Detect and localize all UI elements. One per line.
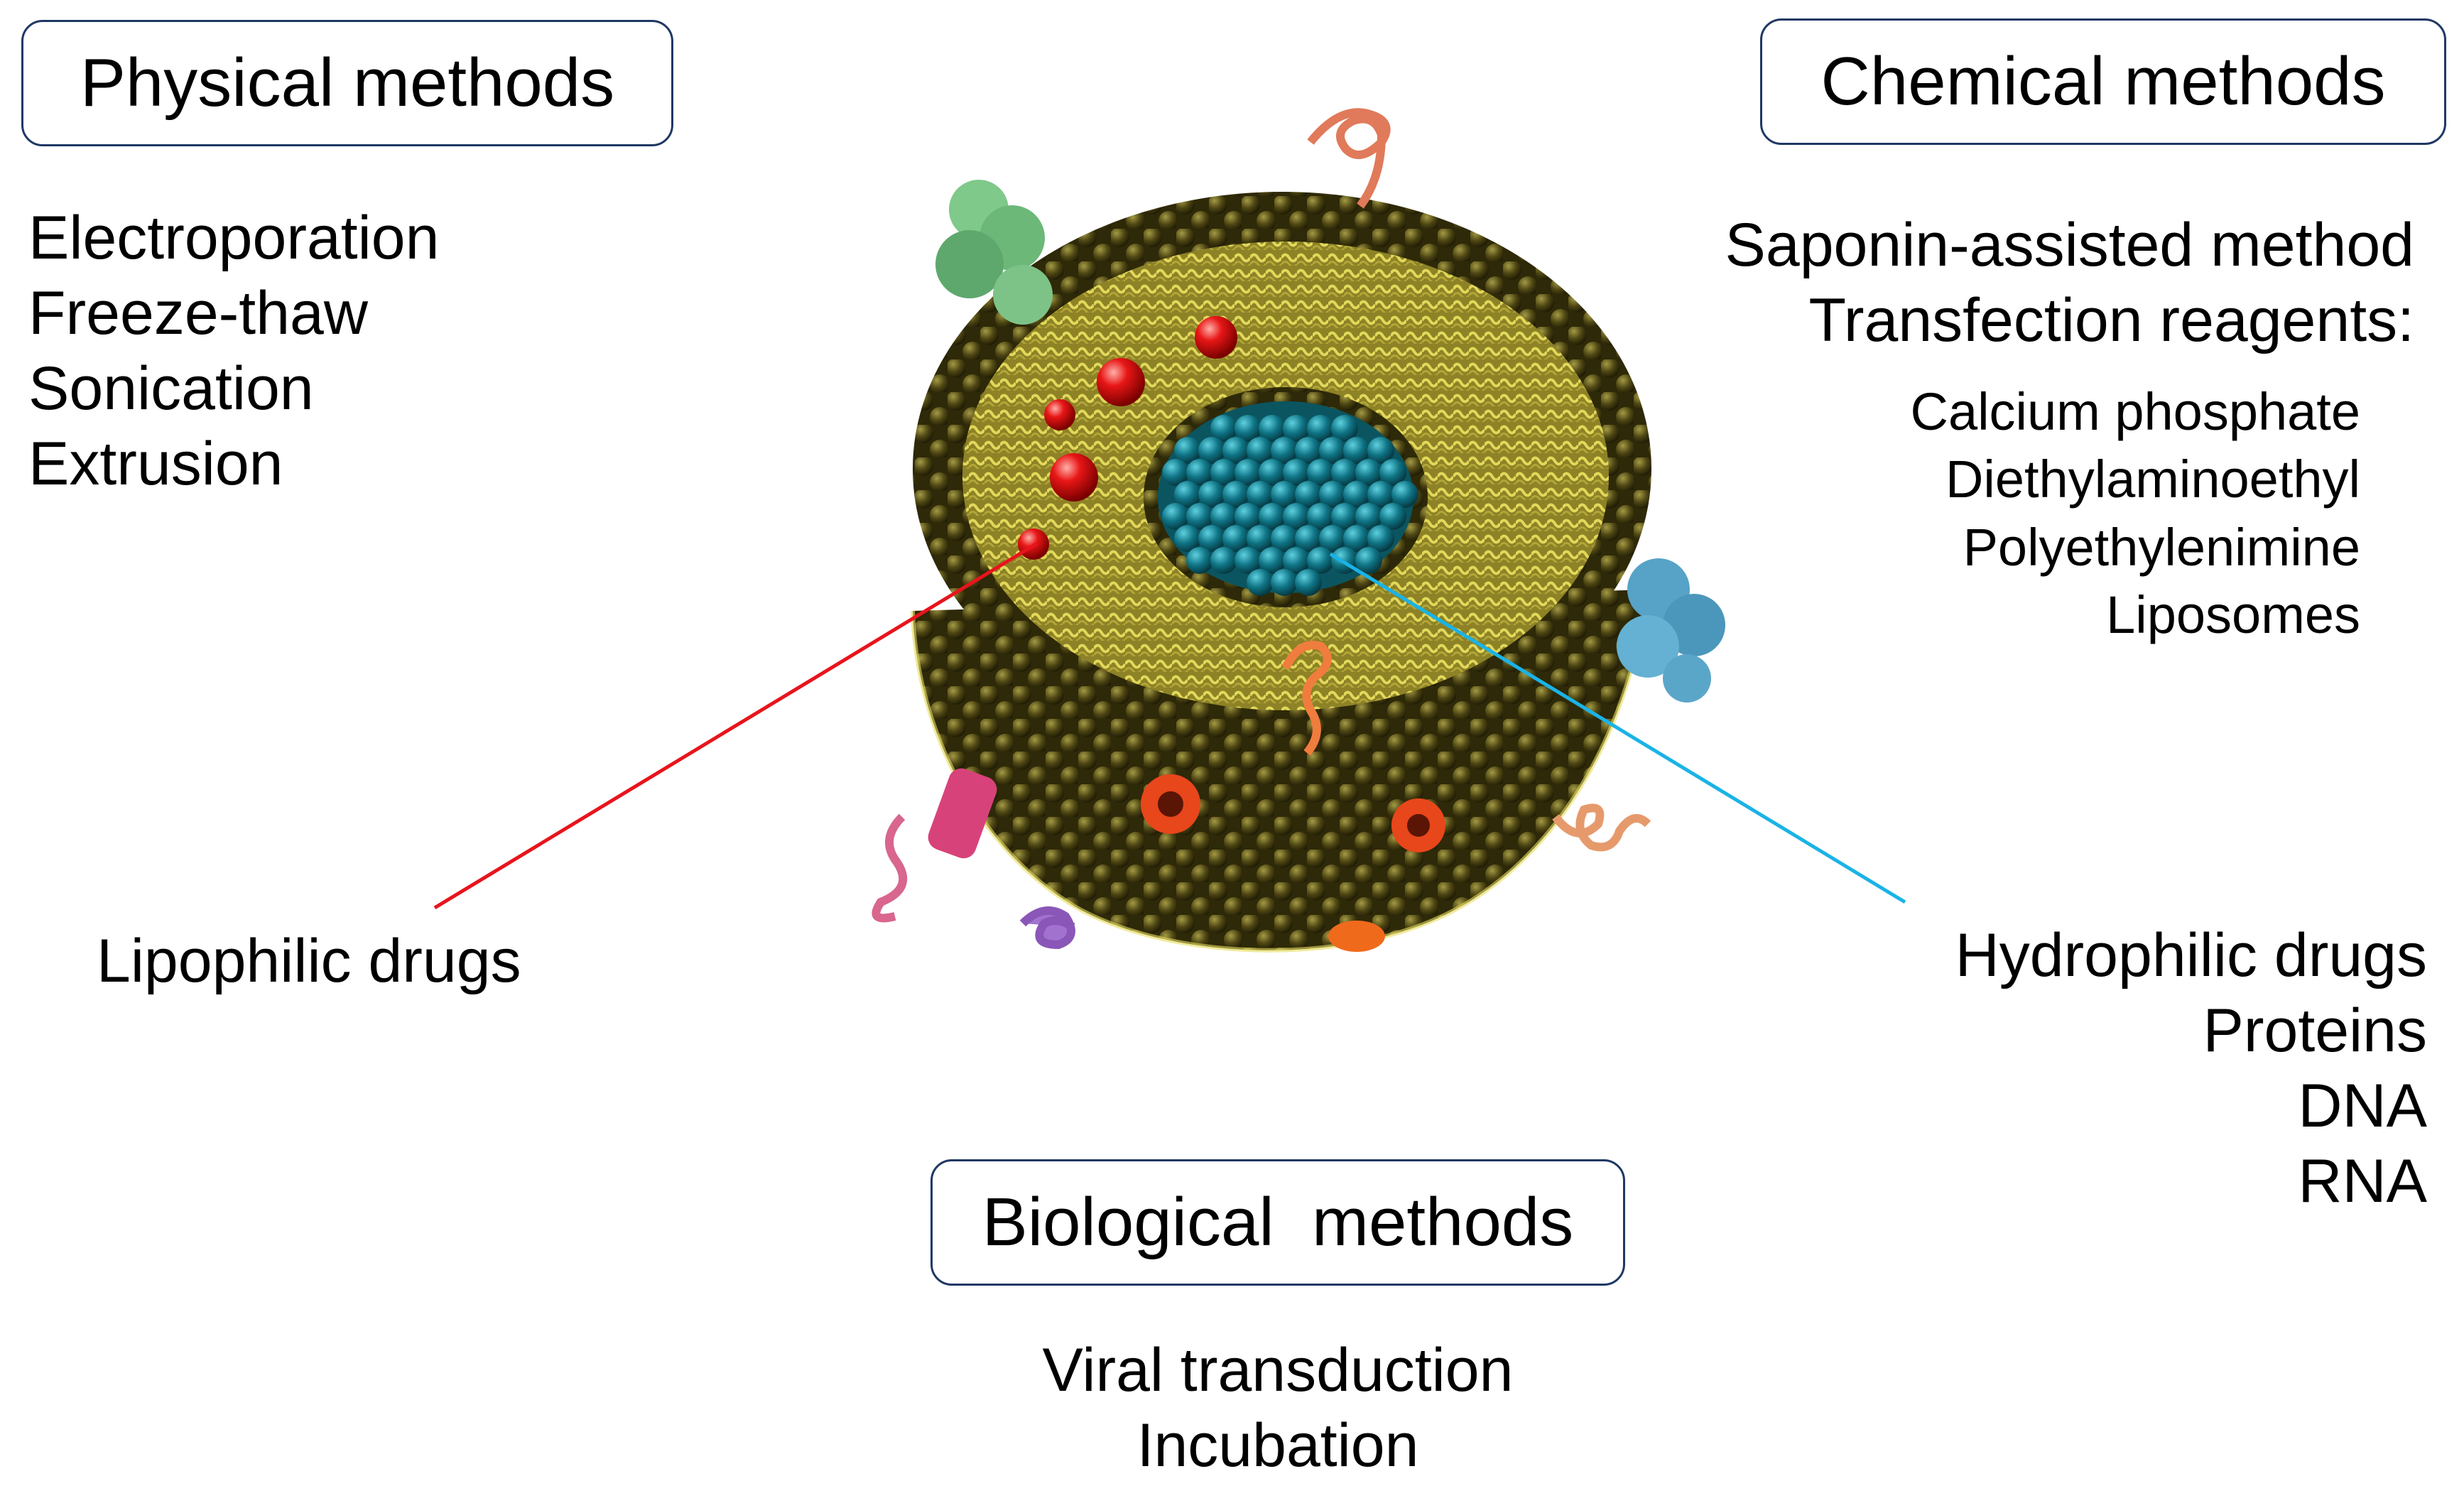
- core-sphere: [1174, 481, 1201, 508]
- physical-methods-title: Physical methods: [80, 45, 615, 121]
- core-sphere: [1283, 503, 1310, 530]
- core-sphere: [1222, 481, 1249, 508]
- biological-methods-box: Biological methods: [930, 1159, 1625, 1286]
- core-sphere: [1186, 503, 1213, 530]
- hydrophilic-core: [1158, 401, 1418, 596]
- orange-ring-proteins: [1141, 774, 1445, 952]
- core-sphere: [1271, 437, 1298, 464]
- lipophilic-drugs-label: Lipophilic drugs: [97, 927, 521, 995]
- core-sphere: [1307, 415, 1334, 442]
- core-sphere: [1367, 525, 1394, 552]
- core-sphere: [1319, 481, 1346, 508]
- core-sphere: [1295, 525, 1322, 552]
- core-sphere: [1295, 437, 1322, 464]
- biological-item-viral-transduction: Viral transduction: [1042, 1336, 1514, 1404]
- chemical-methods-title: Chemical methods: [1820, 43, 2386, 119]
- core-sphere: [1331, 503, 1358, 530]
- chemical-item-transfection-reagents: Transfection reagents:: [1808, 286, 2414, 354]
- core-sphere: [1319, 525, 1346, 552]
- core-sphere: [1234, 415, 1261, 442]
- core-sphere: [1247, 437, 1274, 464]
- core-sphere: [1307, 459, 1334, 486]
- blue-protein: [1617, 558, 1725, 703]
- purple-protein: [1019, 906, 1075, 950]
- core-sphere: [1247, 481, 1274, 508]
- core-sphere: [1307, 547, 1334, 574]
- core-sphere: [1355, 547, 1382, 574]
- core-sphere: [1259, 503, 1286, 530]
- hydrophilic-pointer-line: [1329, 552, 1906, 904]
- core-sphere: [1162, 503, 1189, 530]
- chemical-methods-box: Chemical methods: [1760, 18, 2446, 145]
- core-sphere: [1379, 459, 1406, 486]
- core-sphere: [1259, 459, 1286, 486]
- core-sphere: [1210, 547, 1237, 574]
- core-sphere: [1355, 459, 1382, 486]
- core-sphere: [1174, 525, 1201, 552]
- reagent-polyethylenimine: Polyethylenimine: [1963, 518, 2360, 577]
- core-sphere: [1331, 415, 1358, 442]
- orange-peptides: [1281, 108, 1651, 852]
- core-sphere: [1247, 525, 1274, 552]
- core-sphere: [1295, 569, 1322, 596]
- chemical-item-saponin: Saponin-assisted method: [1725, 211, 2414, 279]
- core-sphere: [1343, 481, 1370, 508]
- core-sphere: [1283, 547, 1310, 574]
- physical-item-electroporation: Electroporation: [28, 204, 440, 272]
- physical-item-extrusion: Extrusion: [28, 430, 283, 498]
- reagent-diethylaminoethyl: Diethylaminoethyl: [1945, 450, 2360, 509]
- hydrophilic-item-dna: DNA: [2298, 1072, 2427, 1140]
- physical-methods-box: Physical methods: [21, 20, 673, 146]
- core-sphere: [1271, 525, 1298, 552]
- core-sphere: [1234, 459, 1261, 486]
- core-sphere: [1259, 415, 1286, 442]
- core-sphere: [1198, 525, 1225, 552]
- core-sphere: [1234, 503, 1261, 530]
- core-sphere: [1271, 569, 1298, 596]
- core-sphere: [1210, 459, 1237, 486]
- core-sphere: [1186, 459, 1213, 486]
- core-sphere: [1234, 547, 1261, 574]
- core-sphere: [1391, 481, 1418, 508]
- pink-transmembrane-protein: [872, 768, 997, 923]
- core-sphere: [1210, 415, 1237, 442]
- core-sphere: [1295, 481, 1322, 508]
- core-sphere: [1174, 437, 1201, 464]
- core-sphere: [1271, 481, 1298, 508]
- core-sphere: [1162, 459, 1189, 486]
- core-sphere: [1198, 481, 1225, 508]
- reagent-calcium-phosphate: Calcium phosphate: [1910, 382, 2360, 441]
- core-sphere: [1307, 503, 1334, 530]
- green-protein: [935, 180, 1053, 325]
- biological-item-incubation: Incubation: [1136, 1411, 1419, 1480]
- core-sphere: [1355, 503, 1382, 530]
- core-sphere: [1247, 569, 1274, 596]
- core-sphere: [1367, 481, 1394, 508]
- core-sphere: [1222, 437, 1249, 464]
- core-sphere: [1319, 437, 1346, 464]
- core-sphere: [1343, 525, 1370, 552]
- hydrophilic-item-rna: RNA: [2298, 1147, 2427, 1215]
- physical-item-freeze-thaw: Freeze-thaw: [28, 279, 368, 347]
- core-sphere: [1331, 459, 1358, 486]
- hydrophilic-item-proteins: Proteins: [2203, 997, 2428, 1065]
- core-sphere: [1283, 459, 1310, 486]
- lipophilic-drug-spheres: [1018, 316, 1237, 560]
- core-sphere: [1367, 437, 1394, 464]
- core-sphere: [1222, 525, 1249, 552]
- core-sphere: [1283, 415, 1310, 442]
- core-sphere: [1379, 503, 1406, 530]
- core-sphere: [1198, 437, 1225, 464]
- core-sphere: [1210, 503, 1237, 530]
- core-sphere: [1343, 437, 1370, 464]
- reagent-liposomes: Liposomes: [2106, 585, 2360, 644]
- physical-item-sonication: Sonication: [28, 354, 314, 423]
- core-sphere: [1186, 547, 1213, 574]
- lipophilic-pointer-line: [433, 541, 1038, 910]
- hydrophilic-item-drugs: Hydrophilic drugs: [1955, 921, 2427, 989]
- biological-methods-title: Biological methods: [982, 1184, 1574, 1260]
- core-sphere: [1259, 547, 1286, 574]
